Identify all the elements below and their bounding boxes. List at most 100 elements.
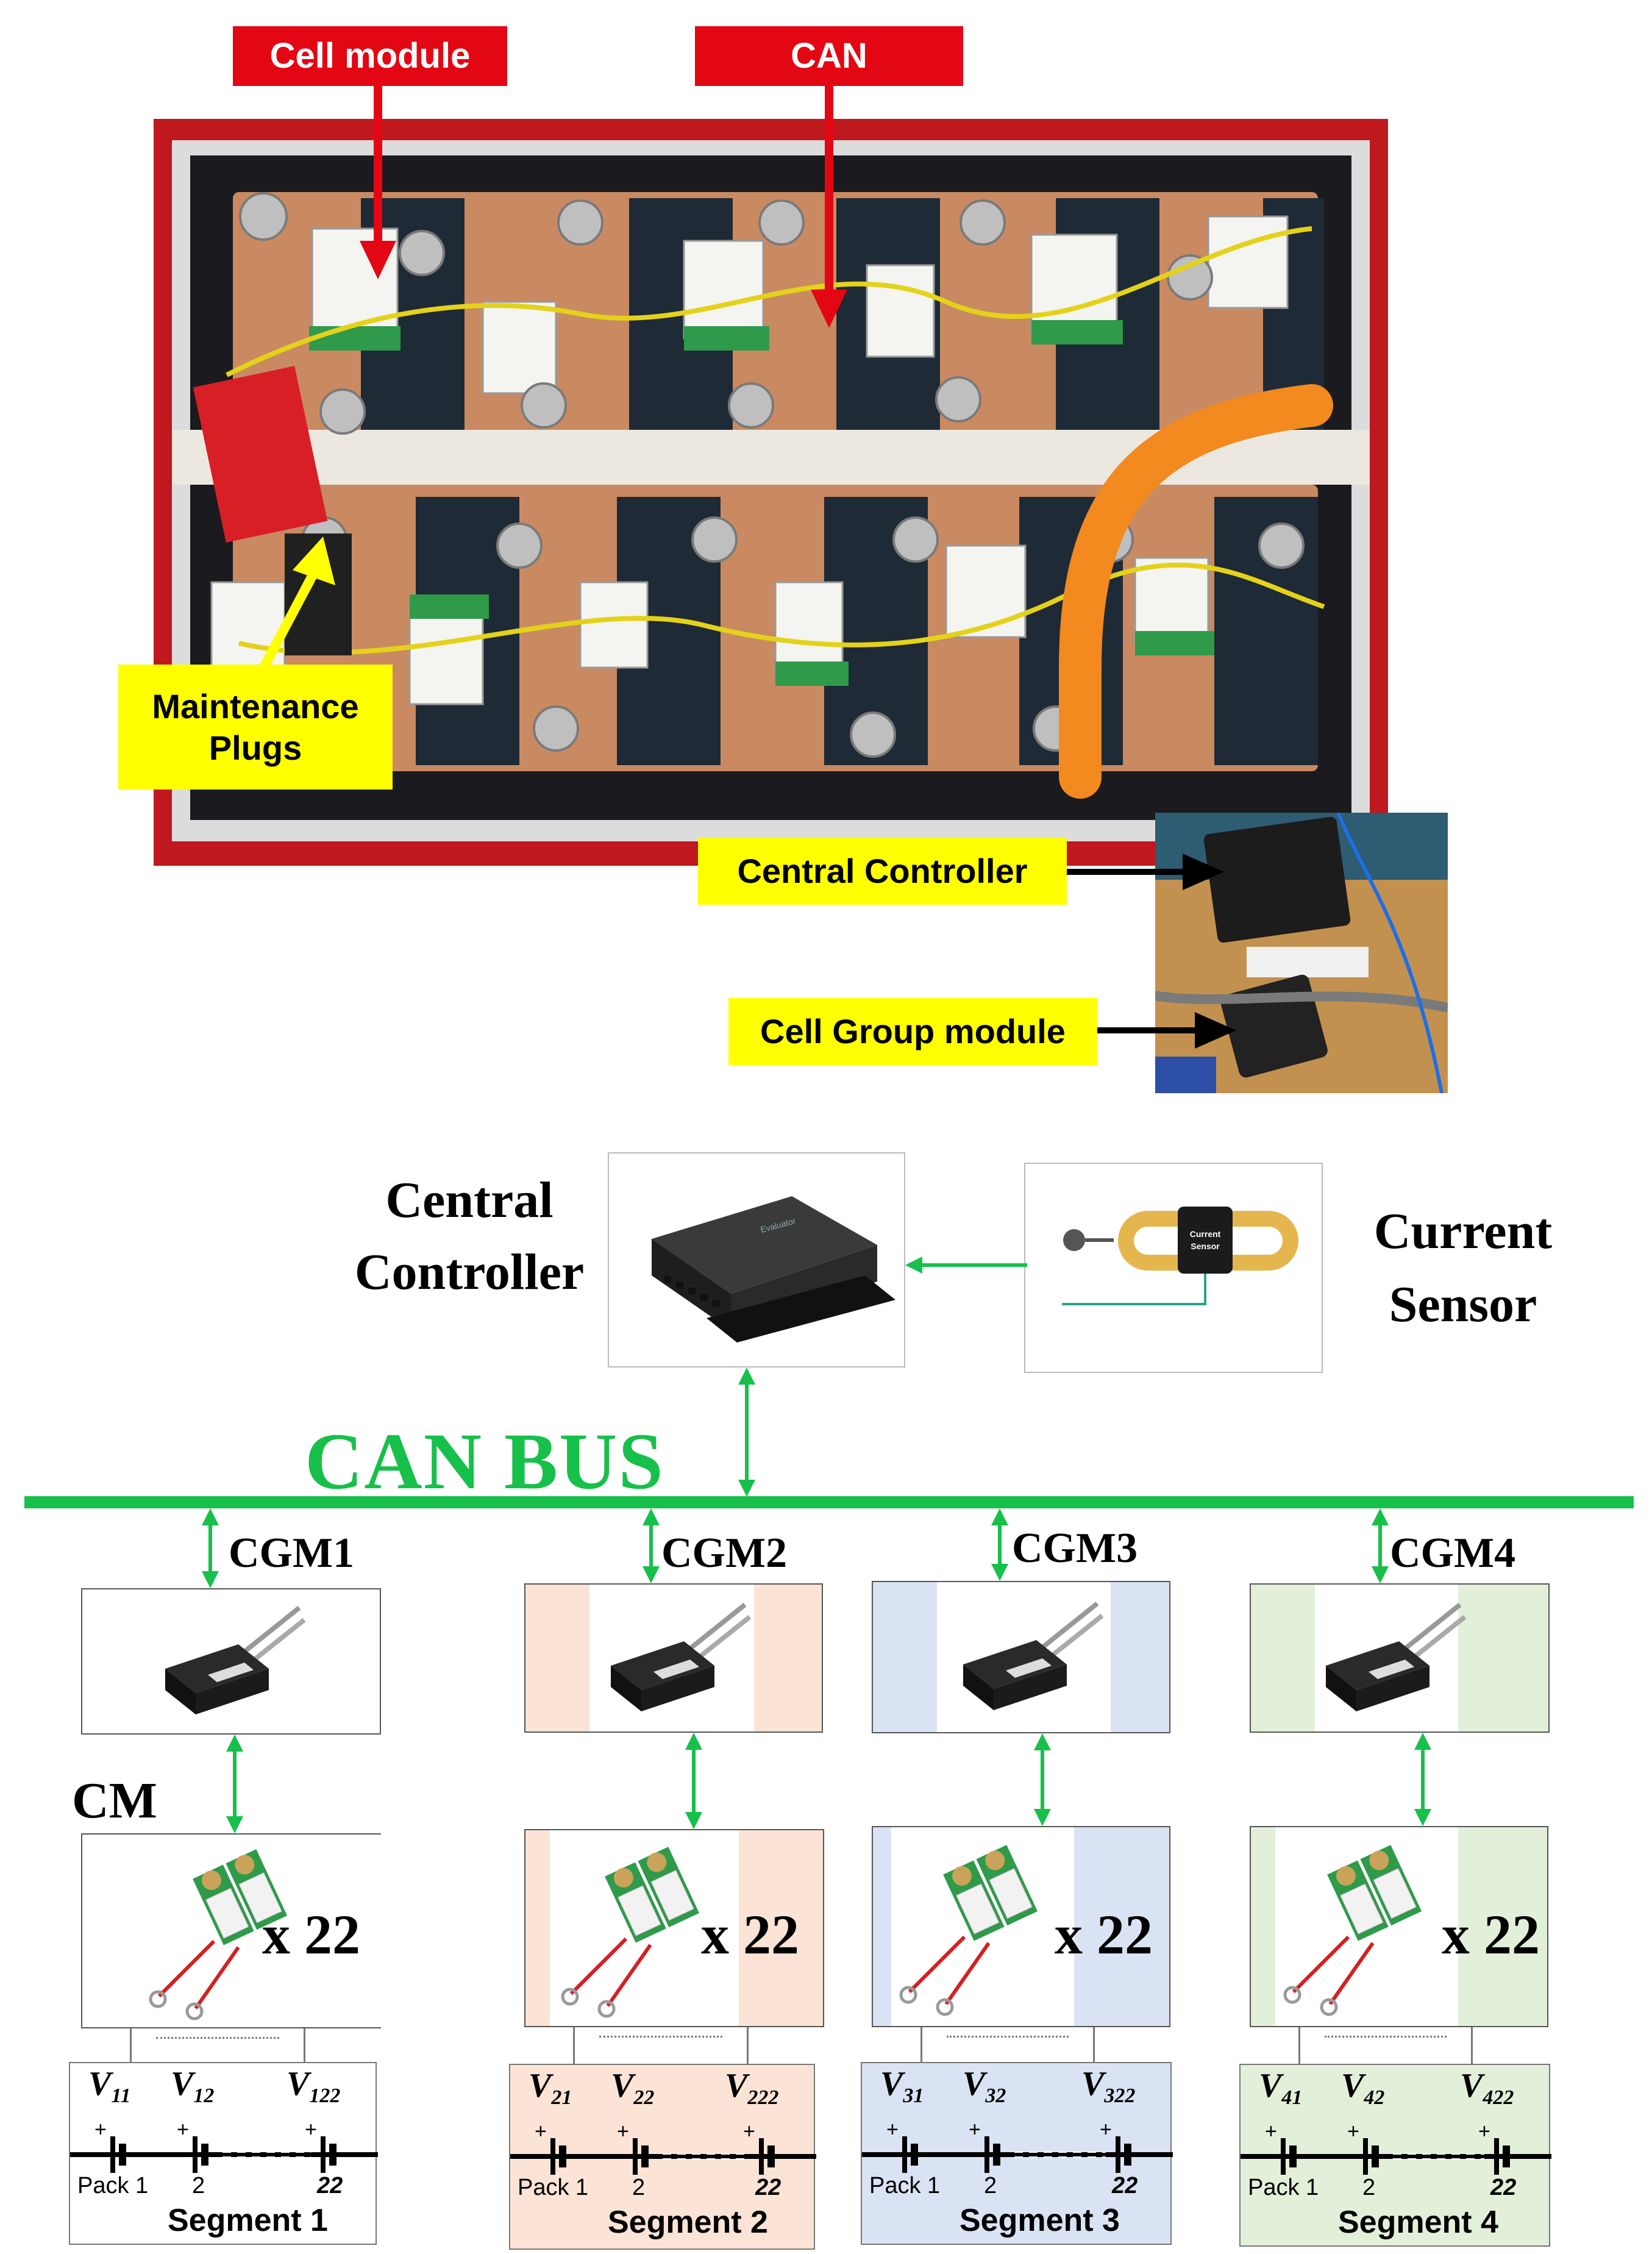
cell-module-icon [149, 1849, 288, 2020]
current-sensor-icon: Current Sensor [1062, 1207, 1298, 1305]
segment1-title: Segment 1 [168, 2203, 328, 2238]
cgm4-cm-arrow [1411, 1733, 1435, 1829]
cgm4-label: CGM4 [1390, 1530, 1516, 1577]
controller-photo [1155, 813, 1448, 1093]
cgm1-label: CGM1 [229, 1530, 355, 1577]
maintenance-arrow [250, 537, 347, 680]
central-controller-photo-label: Central Controller [737, 852, 1028, 891]
bus-cgm1-arrow [198, 1508, 223, 1591]
segment4-v2: V42 [1341, 2067, 1385, 2110]
cgm4-box [1250, 1583, 1550, 1733]
cgm3-cm-arrow [1030, 1733, 1055, 1829]
cell-module-arrow [360, 85, 396, 284]
segment2-n2: 2 [632, 2175, 646, 2200]
segment1-n22: 22 [317, 2173, 343, 2199]
svg-text:+: + [1478, 2120, 1490, 2143]
can-bus-line [24, 1496, 1634, 1508]
cm2-box [524, 1829, 824, 2027]
cgm-module-icon [1325, 1602, 1466, 1711]
segment3-pack-label: Pack 1 [869, 2173, 941, 2199]
segment4-title: Segment 4 [1338, 2205, 1498, 2240]
cm4-multiplier: x 22 [1442, 1903, 1540, 1966]
maintenance-plugs-line2: Plugs [208, 728, 302, 767]
central-controller-arrow [1067, 854, 1225, 893]
maintenance-plugs-line1: Maintenance [152, 687, 359, 726]
controller-bus-arrow [735, 1368, 759, 1500]
cell-module-tag: Cell module [233, 26, 507, 86]
cm1-multiplier: x 22 [262, 1903, 360, 1966]
cell-group-module-arrow [1097, 1012, 1237, 1052]
cm1-box [81, 1833, 382, 2028]
segment2-n22: 22 [755, 2175, 781, 2200]
cgm1-cm-arrow [223, 1735, 247, 1836]
segment4-n22: 22 [1490, 2175, 1517, 2200]
segment4-n2: 2 [1362, 2175, 1376, 2200]
svg-text:+: + [177, 2118, 189, 2141]
battery-cell-symbol: + + + [70, 2118, 378, 2173]
central-controller-line1: Central [385, 1172, 554, 1229]
segment3-v3: V322 [1081, 2065, 1136, 2108]
svg-text:+: + [1100, 2118, 1112, 2141]
segment1-v2: V12 [171, 2065, 215, 2108]
segment1-v1: V11 [88, 2065, 131, 2108]
svg-text:+: + [1347, 2120, 1359, 2143]
segment4-v1: V41 [1259, 2067, 1303, 2110]
cm3-box [872, 1826, 1170, 2027]
segment4-v3: V422 [1460, 2067, 1514, 2110]
svg-text:+: + [617, 2120, 629, 2143]
current-sensor-box: Current Sensor [1024, 1163, 1323, 1373]
segment3-title: Segment 3 [960, 2203, 1120, 2238]
cm2-segment-connector [573, 2027, 749, 2064]
svg-text:+: + [1265, 2120, 1277, 2143]
cell-module-icon [561, 1846, 700, 2017]
cm2-multiplier: x 22 [701, 1903, 799, 1966]
cgm2-cm-arrow [682, 1733, 706, 1832]
can-label: CAN [791, 36, 867, 76]
segment2-title: Segment 2 [608, 2205, 768, 2240]
central-controller-line2: Controller [354, 1244, 585, 1300]
cm3-multiplier: x 22 [1055, 1903, 1153, 1966]
svg-text:+: + [886, 2118, 899, 2141]
central-controller-tag: Central Controller [698, 838, 1067, 905]
segment3-n22: 22 [1112, 2173, 1138, 2199]
cgm-module-icon [611, 1602, 752, 1711]
central-controller-box: Evaluator [608, 1152, 905, 1368]
segment2-box: + + + V21 V22 V222 Pack 1 2 22 Segment 2 [509, 2064, 816, 2250]
bus-cgm2-arrow [639, 1508, 663, 1586]
cgm2-box [524, 1583, 823, 1733]
segment1-pack-label: Pack 1 [77, 2173, 149, 2199]
can-bus-label: CAN BUS [305, 1416, 664, 1506]
maintenance-plugs-tag: Maintenance Plugs [118, 665, 393, 790]
segment1-box: + + + V11 V12 V122 Pack 1 2 22 Segment 1 [69, 2062, 378, 2245]
current-sensor-chip-line1: Current [1190, 1229, 1221, 1239]
svg-text:+: + [969, 2118, 981, 2141]
cell-group-module-photo-label: Cell Group module [760, 1012, 1066, 1051]
cm-label: CM [72, 1772, 157, 1829]
cgm-module-icon [963, 1601, 1103, 1710]
cgm1-box [81, 1588, 381, 1735]
svg-text:+: + [305, 2118, 317, 2141]
svg-text:+: + [535, 2120, 547, 2143]
cm3-segment-connector [920, 2027, 1095, 2062]
svg-text:+: + [94, 2118, 107, 2141]
can-tag: CAN [695, 26, 963, 86]
cgm-module-icon [165, 1605, 305, 1714]
battery-cell-symbol: + + + [510, 2120, 816, 2175]
cm4-segment-connector [1298, 2027, 1473, 2064]
current-sensor-chip-line2: Sensor [1191, 1241, 1220, 1251]
segment3-box: + + + V31 V32 V322 Pack 1 2 22 Segment 3 [861, 2062, 1173, 2245]
bus-cgm3-arrow [988, 1508, 1012, 1584]
segment4-box: + + + V41 V42 V422 Pack 1 2 22 Segment 4 [1239, 2064, 1551, 2247]
cm1-segment-connector [130, 2028, 305, 2062]
current-sensor-line1: Current [1373, 1203, 1553, 1260]
battery-cell-symbol: + + + [1241, 2120, 1551, 2175]
segment1-v3: V122 [287, 2065, 341, 2108]
segment1-n2: 2 [192, 2173, 205, 2199]
battery-pack-photo [154, 119, 1388, 866]
segment3-v1: V31 [880, 2065, 924, 2108]
current-sensor-label: Current Sensor [1341, 1195, 1585, 1341]
current-sensor-line2: Sensor [1389, 1276, 1537, 1333]
controller-device-icon: Evaluator [652, 1196, 895, 1343]
cgm2-label: CGM2 [661, 1530, 788, 1577]
cell-group-module-tag: Cell Group module [728, 998, 1097, 1065]
